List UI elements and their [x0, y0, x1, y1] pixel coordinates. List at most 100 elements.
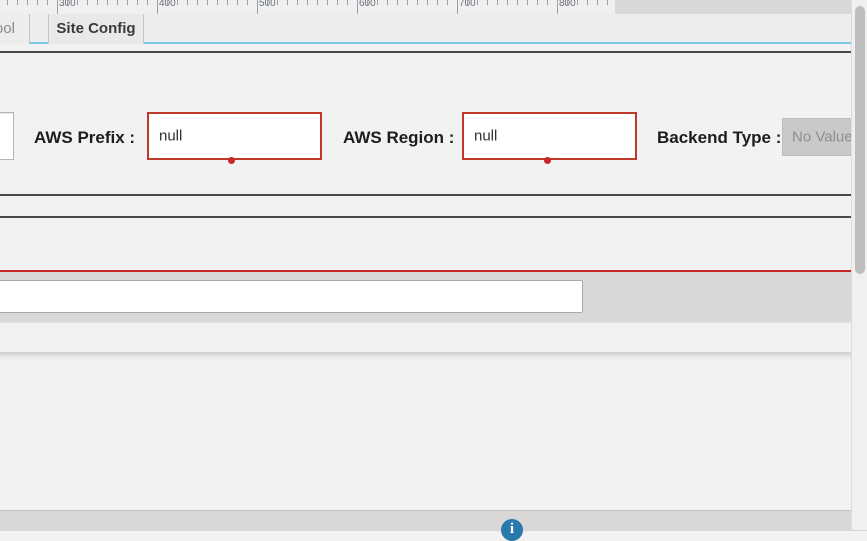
ruler-minor-tick	[287, 0, 288, 5]
ruler-minor-tick	[267, 0, 268, 5]
ruler-minor-tick	[327, 0, 328, 5]
section-strip-upper	[0, 196, 867, 216]
ruler-minor-tick	[487, 0, 488, 5]
ruler-minor-tick	[187, 0, 188, 5]
ruler-minor-tick	[407, 0, 408, 5]
vertical-scrollbar[interactable]	[851, 0, 867, 530]
search-input[interactable]	[0, 280, 583, 313]
tab-strip: y Tool Site Config	[0, 14, 867, 44]
ruler-minor-tick	[587, 0, 588, 5]
ruler-minor-tick	[447, 0, 448, 5]
ruler-minor-tick	[107, 0, 108, 5]
info-icon-glyph: i	[509, 521, 515, 537]
status-bar	[0, 510, 867, 531]
section-divider-lower	[0, 216, 867, 218]
ruler-label-800: 800	[559, 0, 576, 9]
ruler-minor-tick	[567, 0, 568, 5]
search-toolbar	[0, 272, 867, 322]
aws-region-input[interactable]: null	[462, 112, 637, 164]
tab-site-config-label: Site Config	[56, 20, 136, 37]
ruler-major-tick	[557, 0, 558, 14]
vertical-scrollbar-thumb[interactable]	[855, 6, 865, 274]
ruler-minor-tick	[77, 0, 78, 5]
section-divider-upper	[0, 194, 867, 196]
ruler-minor-tick	[537, 0, 538, 5]
ruler-minor-tick	[167, 0, 168, 5]
config-form-band: AWS Prefix : null AWS Region : null Back…	[0, 53, 867, 194]
ruler-minor-tick	[17, 0, 18, 5]
ruler-minor-tick	[147, 0, 148, 5]
ruler-minor-tick	[7, 0, 8, 5]
ruler-minor-tick	[137, 0, 138, 5]
ruler-minor-tick	[507, 0, 508, 5]
tab-query-tool[interactable]: y Tool	[0, 14, 30, 44]
ruler-minor-tick	[387, 0, 388, 5]
backend-type-label: Backend Type :	[657, 128, 782, 147]
ruler-minor-tick	[297, 0, 298, 5]
ruler-major-tick	[257, 0, 258, 14]
error-rule	[0, 270, 867, 272]
ruler-minor-tick	[247, 0, 248, 5]
aws-prefix-required-dot-icon	[228, 157, 235, 164]
tab-site-config[interactable]: Site Config	[48, 14, 144, 44]
ruler-minor-tick	[427, 0, 428, 5]
ruler-minor-tick	[117, 0, 118, 5]
ruler-minor-tick	[87, 0, 88, 5]
ruler-minor-tick	[497, 0, 498, 5]
aws-region-label: AWS Region :	[343, 128, 455, 147]
ruler-major-tick	[157, 0, 158, 14]
aws-prefix-value: null	[159, 127, 183, 145]
ruler-minor-tick	[547, 0, 548, 5]
header-divider	[0, 51, 867, 53]
ruler-minor-tick	[37, 0, 38, 5]
ruler-label-500: 500	[259, 0, 276, 9]
horizontal-ruler: 300 400 500 600 700 800	[0, 0, 867, 14]
ruler-major-tick	[357, 0, 358, 14]
ruler-minor-tick	[217, 0, 218, 5]
ruler-minor-tick	[307, 0, 308, 5]
ruler-label-300: 300	[59, 0, 76, 9]
ruler-minor-tick	[577, 0, 578, 5]
ruler-minor-tick	[527, 0, 528, 5]
ruler-minor-tick	[397, 0, 398, 5]
ruler-minor-tick	[417, 0, 418, 5]
backend-type-value: No Value	[792, 128, 853, 146]
aws-prefix-label: AWS Prefix :	[34, 128, 136, 147]
ruler-minor-tick	[207, 0, 208, 5]
ruler-minor-tick	[597, 0, 598, 5]
ruler-major-tick	[57, 0, 58, 14]
ruler-minor-tick	[237, 0, 238, 5]
ruler-minor-tick	[47, 0, 48, 5]
section-strip-lower	[0, 218, 867, 270]
aws-prefix-input[interactable]: null	[147, 112, 322, 164]
ruler-minor-tick	[477, 0, 478, 5]
ruler-minor-tick	[317, 0, 318, 5]
ruler-label-600: 600	[359, 0, 376, 9]
ruler-minor-tick	[27, 0, 28, 5]
content-shadow	[0, 352, 867, 360]
info-icon[interactable]: i	[501, 519, 523, 541]
content-area	[0, 322, 867, 511]
ruler-minor-tick	[67, 0, 68, 5]
aws-region-required-dot-icon	[544, 157, 551, 164]
ruler-minor-tick	[127, 0, 128, 5]
ruler-major-tick	[457, 0, 458, 14]
aws-region-value: null	[474, 127, 498, 145]
ruler-label-400: 400	[159, 0, 176, 9]
ruler-minor-tick	[347, 0, 348, 5]
ruler-track	[0, 0, 615, 14]
ruler-minor-tick	[197, 0, 198, 5]
ruler-minor-tick	[517, 0, 518, 5]
ruler-minor-tick	[367, 0, 368, 5]
ruler-minor-tick	[467, 0, 468, 5]
ruler-label-700: 700	[459, 0, 476, 9]
partial-field-input[interactable]	[0, 112, 14, 160]
ruler-minor-tick	[377, 0, 378, 5]
ruler-inactive-region	[615, 0, 867, 14]
tab-query-tool-label: y Tool	[0, 20, 15, 37]
ruler-minor-tick	[277, 0, 278, 5]
ruler-minor-tick	[337, 0, 338, 5]
ruler-minor-tick	[607, 0, 608, 5]
ruler-minor-tick	[227, 0, 228, 5]
ruler-minor-tick	[97, 0, 98, 5]
